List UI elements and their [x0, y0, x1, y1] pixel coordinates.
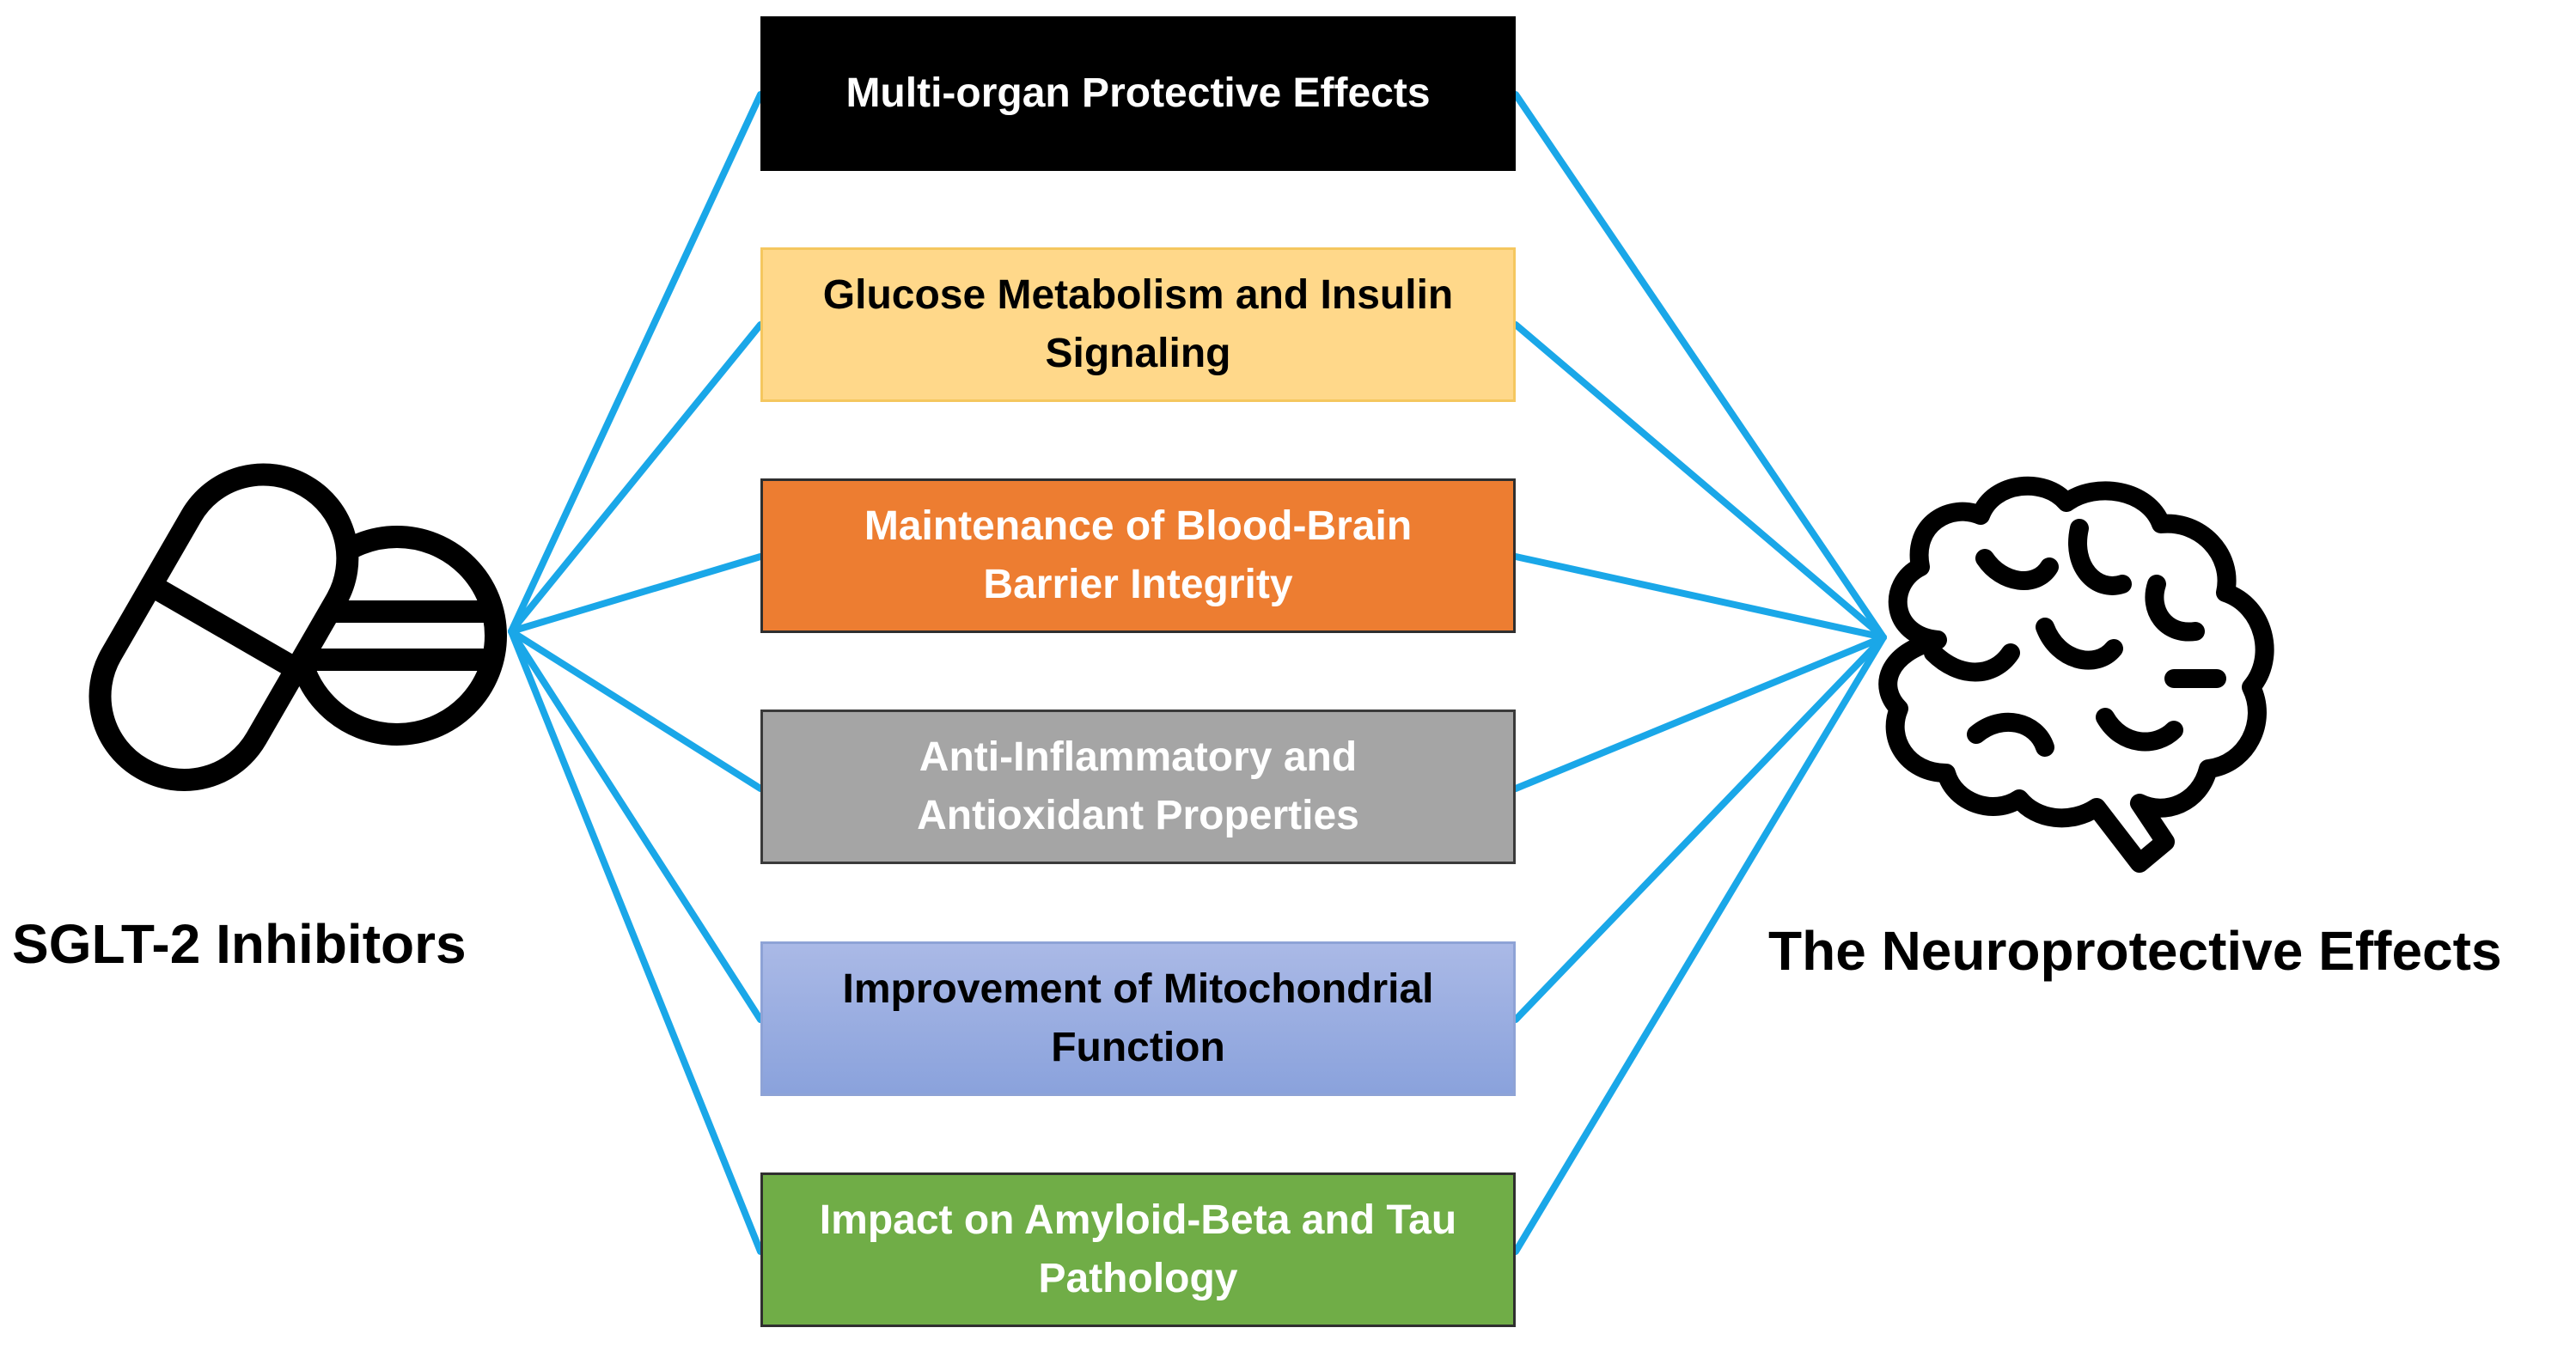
mechanism-4-line-2: Antioxidant Properties [917, 793, 1359, 838]
left-node-label: SGLT-2 Inhibitors [12, 913, 467, 975]
mechanism-5-line-2: Function [1051, 1025, 1225, 1070]
mechanism-box-mitochondrial: Improvement of Mitochondrial Function [760, 941, 1516, 1096]
mechanism-3-line-1: Maintenance of Blood-Brain [864, 503, 1413, 549]
connector-right-2 [1512, 321, 1887, 641]
connector-right-3 [1512, 553, 1887, 641]
mechanism-box-multi-organ: Multi-organ Protective Effects [760, 16, 1516, 171]
mechanism-box-amyloid-tau: Impact on Amyloid-Beta and Tau Pathology [760, 1172, 1516, 1327]
connector-right-1 [1512, 91, 1887, 641]
mechanism-6-line-2: Pathology [1038, 1256, 1238, 1301]
connector-left-3 [508, 553, 764, 635]
right-node-label: The Neuroprotective Effects [1768, 920, 2502, 982]
mechanism-3-line-2: Barrier Integrity [983, 562, 1293, 607]
connector-left-6 [508, 628, 764, 1255]
connector-left-2 [508, 321, 764, 635]
connector-right-4 [1512, 634, 1887, 792]
connector-left-5 [508, 628, 764, 1023]
connector-right-5 [1512, 634, 1887, 1023]
connector-left-4 [508, 628, 764, 792]
mechanism-1-line-1: Multi-organ Protective Effects [845, 70, 1431, 116]
mechanism-box-blood-brain-barrier: Maintenance of Blood-Brain Barrier Integ… [760, 478, 1516, 633]
mechanism-box-glucose-metabolism: Glucose Metabolism and Insulin Signaling [760, 247, 1516, 402]
mechanism-4-line-1: Anti-Inflammatory and [919, 734, 1358, 780]
mechanism-6-line-1: Impact on Amyloid-Beta and Tau [819, 1197, 1457, 1243]
mechanism-box-anti-inflammatory: Anti-Inflammatory and Antioxidant Proper… [760, 710, 1516, 864]
mechanism-2-line-2: Signaling [1045, 331, 1231, 376]
brain-icon [1878, 476, 2274, 873]
connector-right-6 [1512, 634, 1887, 1255]
mechanism-2-line-1: Glucose Metabolism and Insulin [822, 272, 1454, 318]
mechanism-5-line-1: Improvement of Mitochondrial [842, 966, 1434, 1012]
pill-tablet-icon [89, 463, 507, 792]
connector-lines [508, 91, 1887, 1255]
connector-left-1 [508, 91, 764, 635]
